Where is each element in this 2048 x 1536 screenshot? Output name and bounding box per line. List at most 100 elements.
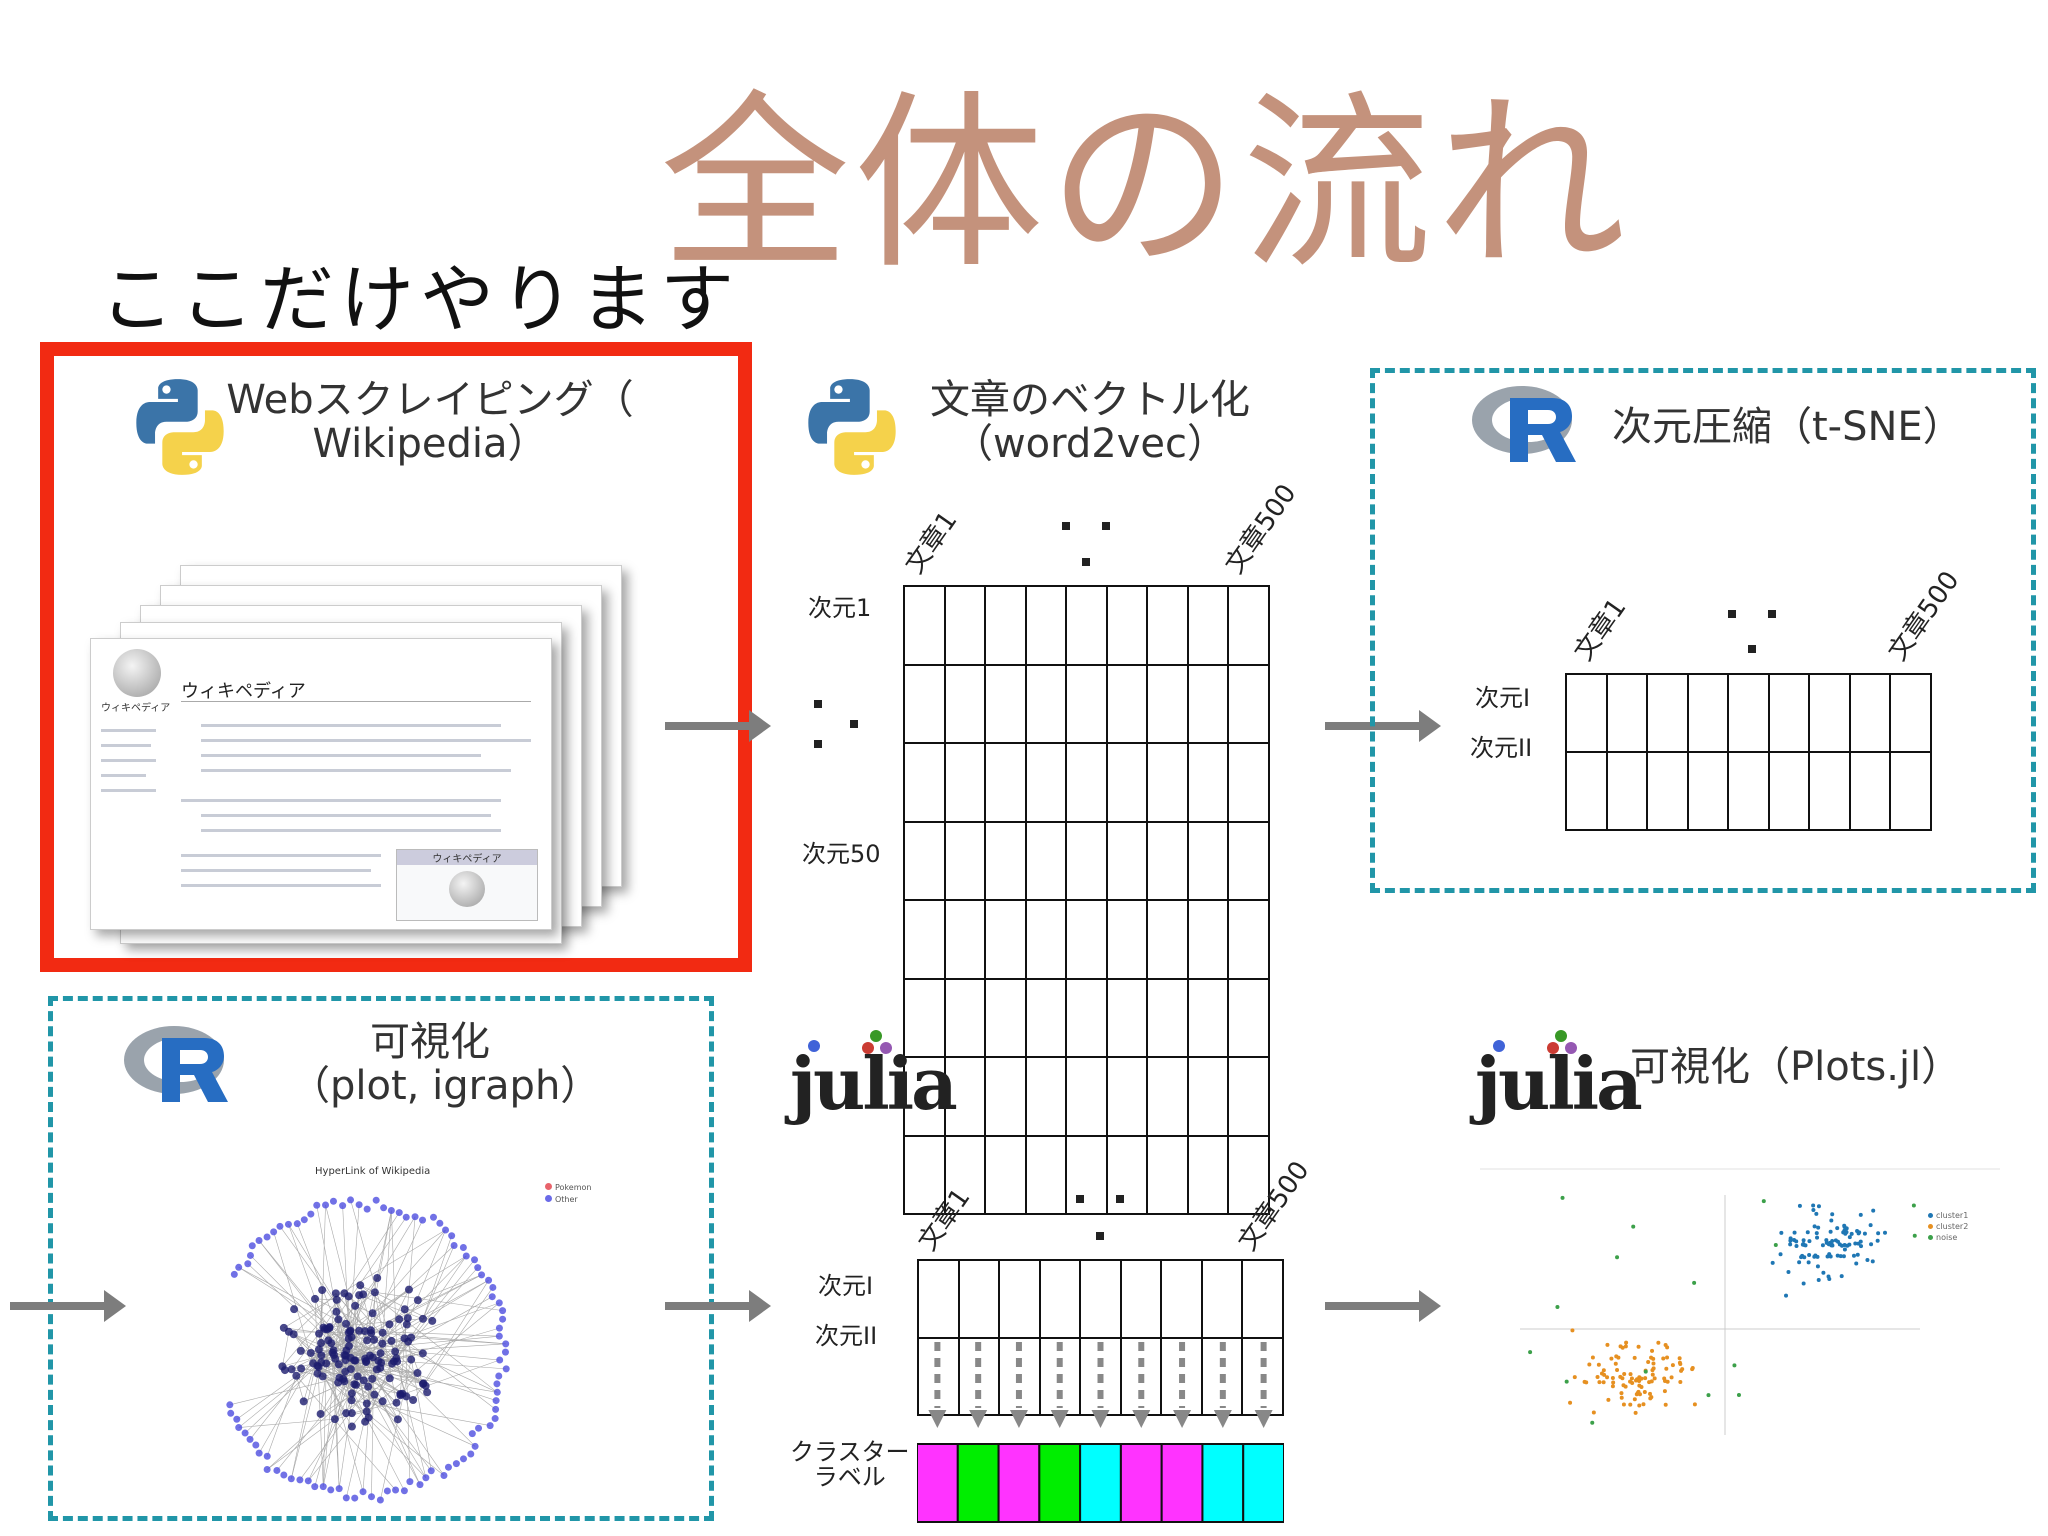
vector-matrix-cell — [985, 1136, 1026, 1215]
network-node — [396, 1209, 403, 1216]
network-node — [377, 1349, 385, 1357]
network-node — [453, 1460, 460, 1467]
scatter-legend-label: cluster1 — [1936, 1211, 1968, 1220]
scatter-point-cluster2 — [1650, 1368, 1654, 1372]
network-node — [235, 1424, 242, 1431]
plots-title: 可視化（Plots.jl） — [1630, 1045, 1961, 1089]
ellipsis-dot — [1102, 522, 1110, 530]
cluster-label-strip — [917, 1443, 1284, 1523]
wikipedia-text-line — [201, 769, 511, 772]
network-node — [471, 1256, 478, 1263]
vector-matrix-cell — [1066, 822, 1107, 901]
network-node — [360, 1488, 367, 1495]
cluster-matrix-cell — [1040, 1260, 1081, 1338]
vector-matrix-row — [904, 900, 1269, 979]
network-node — [502, 1340, 509, 1347]
scatter-point-cluster2 — [1653, 1376, 1657, 1380]
scatter-point-cluster2 — [1584, 1380, 1588, 1384]
vector-matrix-cell — [1026, 586, 1067, 665]
network-node — [345, 1292, 353, 1300]
network-node — [460, 1455, 467, 1462]
scatter-point-cluster2 — [1597, 1380, 1601, 1384]
wikipedia-sidebar-line — [101, 729, 156, 732]
network-node — [305, 1477, 312, 1484]
scatter-point-cluster2 — [1597, 1363, 1601, 1367]
cluster-label-cell — [1080, 1444, 1121, 1522]
wikipedia-sidebar-line — [101, 744, 151, 747]
down-arrow-head — [1214, 1410, 1232, 1428]
cluster-matrix-cell — [1121, 1260, 1162, 1338]
scatter-point-cluster2 — [1620, 1376, 1624, 1380]
scatter-point-cluster1 — [1817, 1278, 1821, 1282]
network-node — [373, 1365, 381, 1373]
scatter-point-cluster2 — [1606, 1398, 1610, 1402]
scatter-point-cluster1 — [1835, 1226, 1839, 1230]
network-node — [487, 1422, 494, 1429]
network-node — [419, 1349, 427, 1357]
network-node — [388, 1207, 395, 1214]
vector-matrix-cell — [945, 665, 986, 744]
scatter-point-cluster1 — [1784, 1294, 1788, 1298]
network-node — [392, 1487, 399, 1494]
cluster-matrix-cell — [1242, 1260, 1283, 1338]
network-node — [249, 1242, 256, 1249]
vector-matrix-cell — [945, 586, 986, 665]
ellipsis-dot — [1096, 1232, 1104, 1240]
network-node — [270, 1228, 277, 1235]
cluster-label-caption: クラスター ラベル — [790, 1440, 910, 1490]
network-node — [348, 1396, 356, 1404]
cluster-label-cell — [1121, 1444, 1162, 1522]
down-arrow-head — [1051, 1410, 1069, 1428]
legend-marker-icon — [545, 1195, 552, 1202]
tsne-matrix-cell — [1647, 752, 1688, 830]
vector-matrix-cell — [1188, 743, 1229, 822]
network-node — [394, 1415, 402, 1423]
network-edge — [359, 1295, 423, 1319]
scatter-point-cluster2 — [1570, 1328, 1574, 1332]
network-node — [370, 1336, 378, 1344]
network-node — [469, 1430, 476, 1437]
vector-matrix-cell — [1147, 900, 1188, 979]
scatter-point-cluster1 — [1793, 1231, 1797, 1235]
network-node — [419, 1217, 426, 1224]
scatter-point-cluster2 — [1661, 1357, 1665, 1361]
scatter-point-cluster1 — [1806, 1230, 1810, 1234]
network-node — [368, 1375, 376, 1383]
network-node — [318, 1286, 326, 1294]
network-node — [276, 1223, 283, 1230]
vector-matrix — [903, 585, 1270, 1215]
cluster-label-cell — [917, 1444, 958, 1522]
scatter-point-cluster1 — [1816, 1264, 1820, 1268]
network-node — [252, 1442, 259, 1449]
network-node — [347, 1354, 355, 1362]
network-node — [330, 1198, 337, 1205]
scatter-point-cluster1 — [1821, 1271, 1825, 1275]
network-node — [244, 1260, 251, 1267]
network-node — [335, 1360, 343, 1368]
vector-matrix-cell — [1107, 822, 1148, 901]
network-edge — [282, 1332, 288, 1367]
tsne-matrix-cell — [1890, 752, 1931, 830]
scatter-point-noise — [1528, 1350, 1532, 1354]
legend-marker-icon — [1928, 1224, 1933, 1229]
network-node — [367, 1326, 375, 1334]
network-node — [348, 1389, 356, 1397]
cluster-arrows — [917, 1340, 1284, 1432]
wikipedia-sidebar-line — [101, 774, 146, 777]
network-node — [445, 1464, 452, 1471]
vector-matrix-row — [904, 979, 1269, 1058]
network-node — [392, 1354, 400, 1362]
vector-matrix-cell — [985, 822, 1026, 901]
scatter-point-cluster2 — [1587, 1362, 1591, 1366]
scatter-point-cluster2 — [1615, 1368, 1619, 1372]
network-node — [401, 1305, 409, 1313]
flow-arrow-into-network — [10, 1302, 108, 1310]
scatter-point-cluster1 — [1816, 1226, 1820, 1230]
scatter-legend-item: cluster1 — [1928, 1210, 1968, 1221]
slide-title: 全体の流れ — [660, 90, 1510, 280]
scatter-point-cluster1 — [1843, 1248, 1847, 1252]
vector-matrix-cell — [1066, 979, 1107, 1058]
network-node — [369, 1309, 377, 1317]
vectorize-title: 文章のベクトル化 （word2vec） — [900, 378, 1280, 466]
scatter-point-cluster2 — [1671, 1363, 1675, 1367]
